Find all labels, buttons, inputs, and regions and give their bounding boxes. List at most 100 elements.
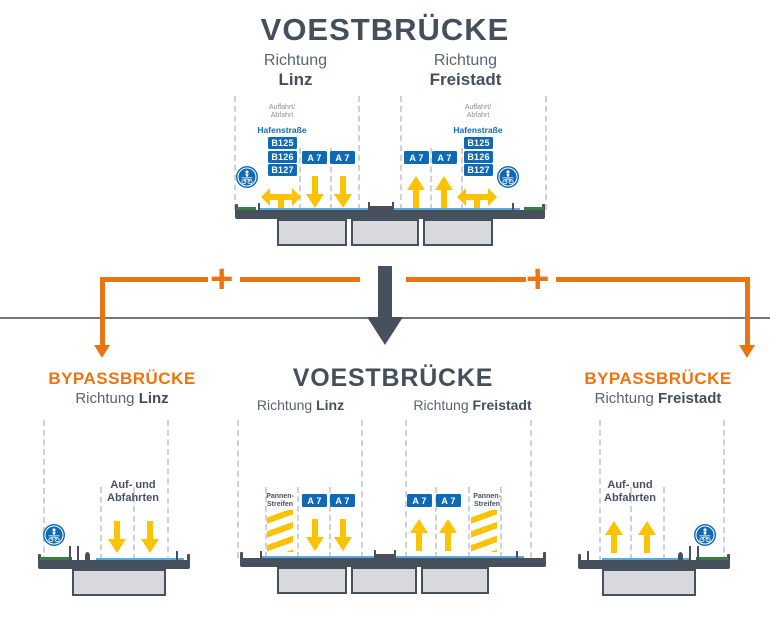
lane-divider [330, 148, 332, 210]
direction-label: Richtung [75, 390, 135, 407]
a7-motorway-sign: A 7 [302, 151, 327, 164]
lane-arrow-down-icon [334, 519, 352, 551]
median-barrier [374, 554, 396, 559]
a7-motorway-sign: A 7 [302, 494, 327, 507]
a7-motorway-sign: A 7 [407, 494, 432, 507]
railing-post [258, 203, 260, 210]
direction-city: Linz [138, 390, 169, 407]
lane-arrow-down-icon [306, 519, 324, 551]
emergency-lane-hatch [267, 510, 293, 552]
emergency-lane-label: Pannen- Streifen [458, 493, 516, 509]
bikeway-surface [236, 207, 256, 210]
b-road-sign: B127 [268, 164, 297, 176]
bridge-girder [423, 219, 493, 246]
direction-city: Linz [278, 70, 313, 89]
deck-edge [240, 552, 243, 560]
flow-connector [406, 277, 526, 282]
ramp-label-line2: Abfahrt [466, 112, 490, 119]
deck-edge [578, 554, 581, 562]
lane-divider [297, 487, 299, 558]
noise-barrier [678, 552, 683, 560]
lane-divider [435, 487, 437, 558]
street-name-label: Hafenstraße [453, 125, 503, 135]
bridge-girder [351, 567, 417, 594]
bypass-right-direction-heading: Richtung Freistadt [558, 390, 758, 407]
street-name-label: Hafenstraße [257, 125, 307, 135]
ramps-label: Auf- und Abfahrten [580, 479, 680, 505]
emergency-lane-label: Pannen- Streifen [251, 493, 309, 509]
bridge-deck [235, 210, 545, 219]
railing-post [260, 551, 262, 558]
lane-arrow-up-icon [605, 521, 623, 553]
flow-connector [240, 277, 360, 282]
flow-connector [745, 277, 750, 345]
direction-label: Richtung [256, 397, 313, 413]
b-road-sign: B125 [464, 137, 493, 149]
lane-divider [723, 420, 725, 562]
railing-post [689, 546, 691, 560]
lane-divider [100, 487, 102, 560]
b-road-sign: B125 [268, 137, 297, 149]
shared-path-sign-icon [694, 524, 716, 546]
lane-divider [430, 148, 432, 210]
direction-label: Richtung [263, 52, 328, 69]
bridge-girder [277, 219, 347, 246]
lane-divider [237, 420, 239, 558]
lane-divider [405, 420, 407, 558]
transition-arrow-icon [367, 266, 403, 345]
plus-sign: + [526, 257, 550, 301]
road-marking-line [96, 558, 184, 560]
ramps-label-line1: Auf- und [607, 479, 653, 491]
lane-arrow-down-icon [108, 521, 126, 553]
bypass-left-direction-heading: Richtung Linz [28, 390, 216, 407]
lane-divider [234, 96, 236, 210]
voest-left-direction-heading: Richtung Linz [233, 397, 368, 413]
orange-arrowhead-icon [739, 345, 755, 358]
a7-motorway-sign: A 7 [330, 494, 355, 507]
bikeway-surface [696, 557, 728, 560]
bridge-deck [578, 560, 730, 569]
top-right-direction-heading: Richtung Freistadt [403, 52, 528, 90]
voest-right-direction-heading: Richtung Freistadt [400, 397, 545, 413]
road-marking-line [602, 558, 690, 560]
lane-divider [358, 96, 360, 210]
lane-divider [461, 148, 463, 210]
lane-divider [329, 487, 331, 558]
lane-divider [361, 420, 363, 558]
bridge-girder [421, 567, 489, 594]
lane-divider [500, 487, 502, 558]
bikeway-surface [40, 557, 72, 560]
emergency-lane-label-line1: Pannen- [473, 493, 501, 500]
b-road-sign: B126 [464, 150, 493, 163]
direction-label: Richtung [433, 52, 498, 69]
lane-divider [630, 487, 632, 560]
b-road-sign: B127 [464, 164, 493, 176]
b-road-sign: B126 [268, 150, 297, 163]
emergency-lane-hatch [471, 510, 497, 552]
direction-city: Linz [316, 397, 345, 413]
flow-connector [100, 277, 208, 282]
top-bridge-title: VOESTBRÜCKE [260, 12, 510, 47]
a7-motorway-sign: A 7 [330, 151, 355, 164]
railing-post [512, 203, 514, 210]
direction-label: Richtung [413, 397, 469, 413]
direction-city: Freistadt [658, 390, 722, 407]
shared-path-sign-icon [43, 524, 65, 546]
emergency-lane-label-line2: Streifen [473, 501, 501, 508]
lane-arrow-up-icon [638, 521, 656, 553]
turn-arrow-icon [457, 188, 497, 210]
lane-divider [599, 420, 601, 562]
railing-post [516, 551, 518, 558]
ramps-label: Auf- und Abfahrten [83, 479, 183, 505]
lane-divider [299, 148, 301, 210]
railing-post [697, 546, 699, 560]
lane-arrow-up-icon [435, 176, 453, 208]
ramp-label-line2: Abfahrt [270, 112, 294, 119]
top-left-direction-heading: Richtung Linz [238, 52, 353, 90]
emergency-lane-label-line1: Pannen- [266, 493, 294, 500]
ramp-label: Auffahrt/ Abfahrt [438, 104, 518, 120]
lane-divider [663, 487, 665, 560]
deck-edge [727, 554, 730, 562]
bridge-girder [351, 219, 419, 246]
